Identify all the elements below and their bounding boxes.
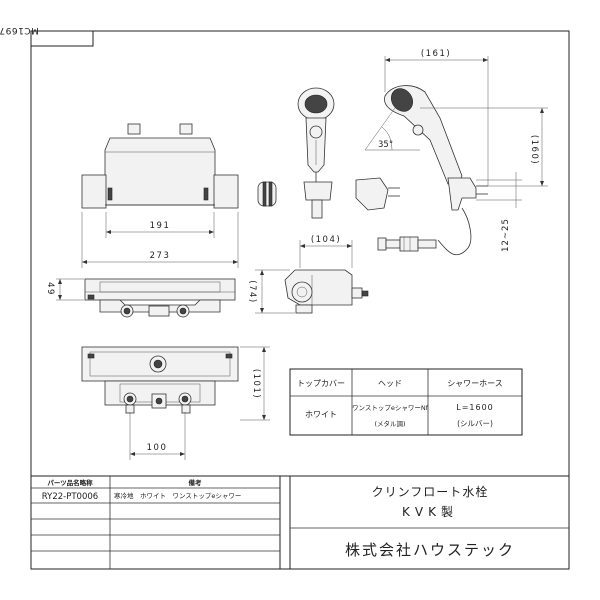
spec-head-value: ワンストップeシャワーNf	[352, 404, 429, 412]
spec-hose-length: L=1600	[456, 403, 494, 412]
dim-100: 100	[147, 443, 168, 453]
spec-head-finish: (メタル調)	[374, 419, 405, 428]
spec-header-head: ヘッド	[378, 379, 402, 388]
shower-head-side: 35° (161) (160) 12~25	[355, 49, 548, 256]
parts-table: パーツ品名略称 備考 RY22-PT0006 寒冷地 ホワイト ワンストップeシ…	[30, 475, 281, 570]
company-name: 株式会社ハウステック	[345, 541, 515, 559]
spec-header-cover: トップカバー	[297, 379, 345, 388]
parts-row1-name: RY22-PT0006	[42, 492, 98, 502]
dim-74: (74)	[247, 280, 257, 303]
dim-104: (104)	[311, 235, 341, 245]
dim-191: 191	[150, 221, 171, 231]
shower-head-front	[257, 87, 335, 219]
spec-header-hose: シャワーホース	[447, 379, 503, 388]
spec-hose-color: (シルバー)	[457, 419, 493, 428]
parts-row1-note: 寒冷地 ホワイト ワンストップeシャワー	[114, 491, 241, 500]
dim-101: (101)	[251, 369, 261, 399]
drawing-code: MC16974	[0, 25, 39, 35]
dim-angle: 35°	[378, 140, 393, 150]
product-name: クリンフロート水栓	[372, 484, 489, 499]
plan-view: 49	[45, 278, 236, 318]
parts-header-name: パーツ品名略称	[47, 478, 93, 487]
spec-table: トップカバー ヘッド シャワーホース ホワイト ワンストップeシャワーNf L=…	[289, 368, 523, 436]
parts-header-note: 備考	[189, 478, 203, 487]
bottom-view: (101) 100	[81, 346, 270, 460]
title-block: クリンフロート水栓 KVK製 株式会社ハウステック	[289, 475, 570, 570]
side-view: (104) (74)	[247, 235, 369, 314]
dim-161: (161)	[421, 49, 451, 59]
dim-49: 49	[45, 282, 55, 296]
spec-cover-value: ホワイト	[305, 410, 337, 419]
drawing-code-tag: MC16974	[0, 25, 94, 47]
dim-273: 273	[150, 251, 171, 261]
maker-name: KVK製	[402, 505, 458, 519]
dim-12-25: 12~25	[501, 218, 511, 252]
front-view: 191 273	[81, 123, 239, 268]
dim-160: (160)	[529, 135, 539, 165]
